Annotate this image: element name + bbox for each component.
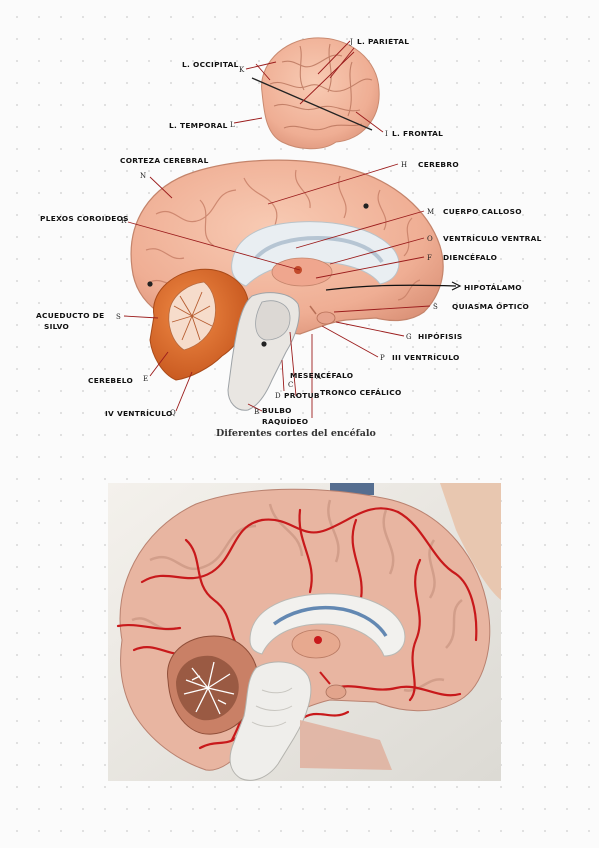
label-acueducto-line1: ACUEDUCTO DE <box>36 311 104 320</box>
letter-i: I <box>385 130 388 138</box>
letter-j: J <box>349 38 353 46</box>
sagittal-leaders <box>123 163 462 418</box>
letter-e: E <box>143 375 148 383</box>
sagittal-brain-illustration <box>130 159 444 411</box>
label-plexos-coroideos: PLEXOS COROIDEOS <box>40 214 129 223</box>
label-bulbo-line1: BULBO <box>262 406 292 415</box>
letter-h: H <box>401 161 407 169</box>
letter-o: O <box>427 235 433 243</box>
letter-f: F <box>427 254 432 262</box>
label-diencefalo: DIENCÉFALO <box>443 253 497 262</box>
label-protub: PROTUB <box>284 391 320 400</box>
label-bulbo-line2: RAQUÍDEO <box>262 417 308 426</box>
label-cerebro: CEREBRO <box>418 160 459 169</box>
lateral-brain-illustration <box>251 37 380 150</box>
letter-p: P <box>380 354 385 362</box>
letter-s-right: S <box>433 303 438 311</box>
letter-d: D <box>275 392 281 400</box>
letter-c: C <box>288 381 293 389</box>
label-temporal: L. TEMPORAL <box>169 121 228 130</box>
label-frontal: L. FRONTAL <box>392 129 443 138</box>
brain-model-photo <box>108 483 501 781</box>
label-cerebelo: CEREBELO <box>88 376 133 385</box>
label-hipofisis: HIPÓFISIS <box>418 332 463 341</box>
label-iii-ventriculo: III VENTRÍCULO <box>392 353 460 362</box>
lateral-leaders <box>233 40 384 133</box>
letter-l: L <box>230 121 235 129</box>
letter-k: K <box>239 66 245 74</box>
label-hipotalamo: HIPOTÁLAMO <box>464 283 522 292</box>
letter-n: N <box>140 172 146 180</box>
letter-m: M <box>427 208 434 216</box>
label-quiasma-optico: QUIASMA ÓPTICO <box>452 302 529 311</box>
label-corteza-cerebral: CORTEZA CEREBRAL <box>120 156 209 165</box>
label-acueducto-line2: SILVO <box>44 322 69 331</box>
label-iv-ventriculo: IV VENTRÍCULO <box>105 409 173 418</box>
letter-s: S <box>116 313 121 321</box>
label-occipital: L. OCCIPITAL <box>182 60 239 69</box>
label-ventriculo-ventral: VENTRÍCULO VENTRAL <box>443 234 542 243</box>
letter-g: G <box>406 333 412 341</box>
letter-a: A <box>315 373 322 381</box>
figure-caption: Diferentes cortes del encéfalo <box>216 428 376 439</box>
letter-q: Q <box>170 409 176 417</box>
label-parietal: L. PARIETAL <box>357 37 409 46</box>
label-cuerpo-calloso: CUERPO CALLOSO <box>443 207 522 216</box>
letter-r: R <box>121 217 127 225</box>
label-tronco-cefalico: TRONCO CEFÁLICO <box>320 388 402 397</box>
letter-b: B <box>254 408 259 416</box>
label-mesencefalo: MESENCÉFALO <box>290 371 353 380</box>
